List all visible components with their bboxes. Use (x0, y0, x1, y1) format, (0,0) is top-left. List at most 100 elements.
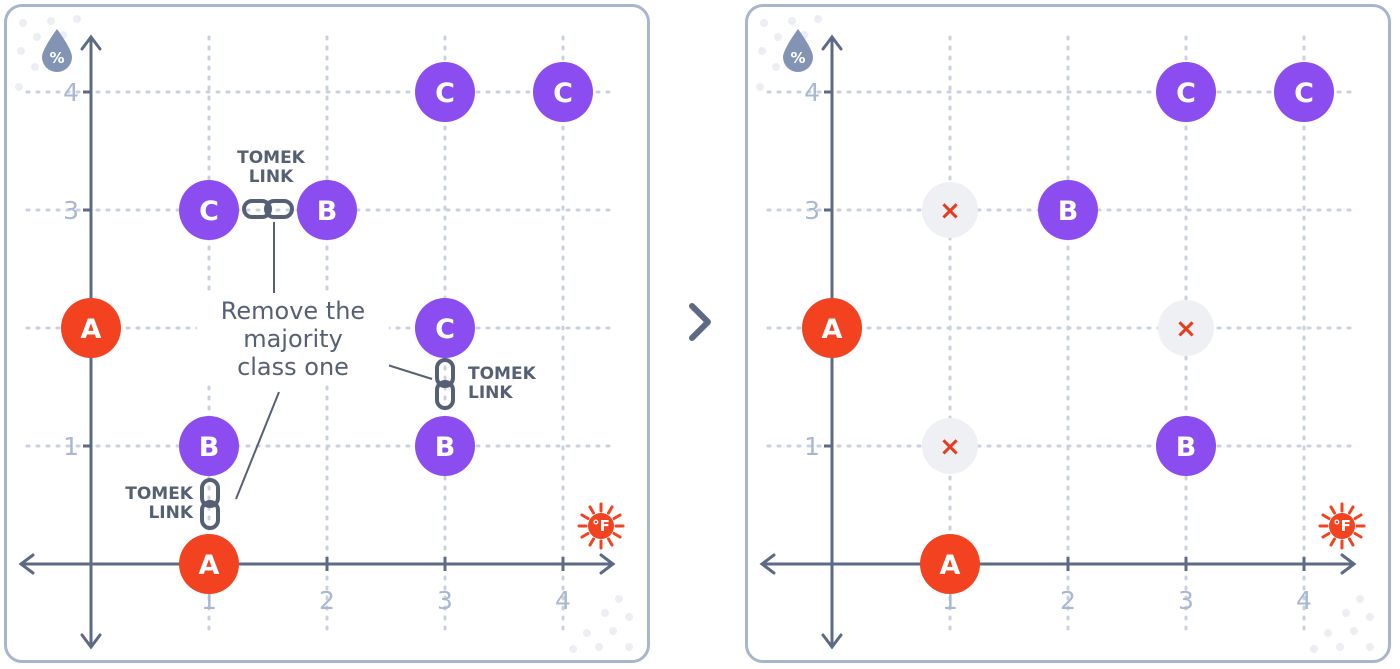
point-class-b: B (415, 416, 475, 476)
chain-link-icon (200, 478, 220, 530)
point-label: C (435, 314, 455, 345)
decoration-dot (615, 595, 623, 603)
fahrenheit-symbol: °F (592, 517, 610, 535)
point-label: B (1176, 432, 1197, 463)
point-marker (415, 62, 475, 122)
y-tick-label: 3 (63, 196, 79, 225)
temperature-fahrenheit-icon: °F (577, 502, 625, 550)
decoration-dot (33, 33, 41, 41)
humidity-percent-icon: % (42, 29, 72, 72)
point-label: C (1294, 78, 1314, 109)
decoration-dot (1336, 643, 1344, 651)
tomek-label-line1: TOMEK (468, 364, 537, 384)
point-label: C (199, 196, 219, 227)
removed-point-ghost (1158, 300, 1214, 356)
decoration-dot (1324, 629, 1332, 637)
sun-ray (580, 532, 590, 539)
removed-points: ××× (922, 182, 1214, 474)
y-tick-label: 3 (804, 196, 820, 225)
tomek-label-line1: TOMEK (237, 148, 306, 168)
sun-ray (1348, 505, 1355, 515)
grid (766, 35, 1360, 634)
connector-line (235, 391, 280, 500)
decoration-dot (73, 15, 81, 23)
removed-point-ghost (922, 418, 978, 474)
chain-link-icon (242, 199, 294, 219)
sun-ray (588, 537, 595, 547)
x-tick-label: 3 (1178, 586, 1194, 615)
point-class-a: A (802, 298, 862, 358)
point-label: C (553, 78, 573, 109)
sun-ray (1321, 513, 1331, 520)
point-class-c: C (415, 298, 475, 358)
point-class-c: C (1156, 62, 1216, 122)
point-marker (1274, 62, 1334, 122)
sun-ray (1329, 537, 1336, 547)
chevron-right-icon (689, 303, 711, 341)
removed-point-ghost (922, 182, 978, 238)
humidity-percent-icon: % (783, 29, 813, 72)
decoration-dot (814, 15, 822, 23)
decoration-dot (47, 17, 55, 25)
chain-loop (200, 478, 220, 508)
decoration-dot (601, 609, 609, 617)
decoration-dot (1356, 595, 1364, 603)
point-label: B (317, 196, 338, 227)
point-marker (1156, 62, 1216, 122)
tomek-label-line2: LINK (468, 383, 513, 403)
x-tick-label: 2 (319, 586, 335, 615)
note-line: majority (243, 325, 343, 353)
decoration-dot (756, 83, 764, 91)
sun-ray (612, 513, 622, 520)
y-axis-arrow-bottom (80, 633, 102, 650)
chain-loop (435, 380, 455, 410)
sun-ray (1329, 505, 1336, 515)
point-label: A (81, 314, 102, 345)
chain-loop (264, 199, 294, 219)
decoration-dot (31, 63, 39, 71)
point-label: C (1176, 78, 1196, 109)
decoration-dot (625, 613, 633, 621)
x-tick-label: 4 (555, 586, 571, 615)
point-label: C (435, 78, 455, 109)
point-label: B (435, 432, 456, 463)
note-line: Remove the (221, 297, 365, 325)
x-axis-arrow-right (1340, 553, 1357, 575)
tomek-label-line1: TOMEK (125, 484, 194, 504)
drop-shape (42, 29, 72, 72)
chain-link-icon (435, 358, 455, 410)
x-tick-label: 3 (437, 586, 453, 615)
temperature-fahrenheit-icon: °F (1318, 502, 1366, 550)
removed-x-icon: × (939, 432, 961, 462)
point-class-c: C (179, 180, 239, 240)
removed-point-marker: × (922, 418, 978, 474)
point-marker (415, 298, 475, 358)
point-class-c: C (1274, 62, 1334, 122)
tomek-label-line2: LINK (249, 167, 294, 187)
y-tick-label: 4 (804, 78, 820, 107)
grid (25, 35, 619, 634)
point-marker (179, 534, 239, 594)
note-line: class one (237, 353, 349, 381)
point-marker (1038, 180, 1098, 240)
point-marker (179, 180, 239, 240)
point-marker (415, 416, 475, 476)
decoration-dot (1350, 627, 1358, 635)
x-tick-label: 4 (1296, 586, 1312, 615)
sun-ray (1353, 513, 1363, 520)
point-marker (533, 62, 593, 122)
point-marker (61, 298, 121, 358)
fahrenheit-symbol: °F (1333, 517, 1351, 535)
sun-ray (607, 537, 614, 547)
sun-ray (1353, 532, 1363, 539)
point-class-c: C (533, 62, 593, 122)
point-marker (297, 180, 357, 240)
note-background (197, 293, 389, 385)
y-axis-arrow-top (821, 34, 843, 51)
